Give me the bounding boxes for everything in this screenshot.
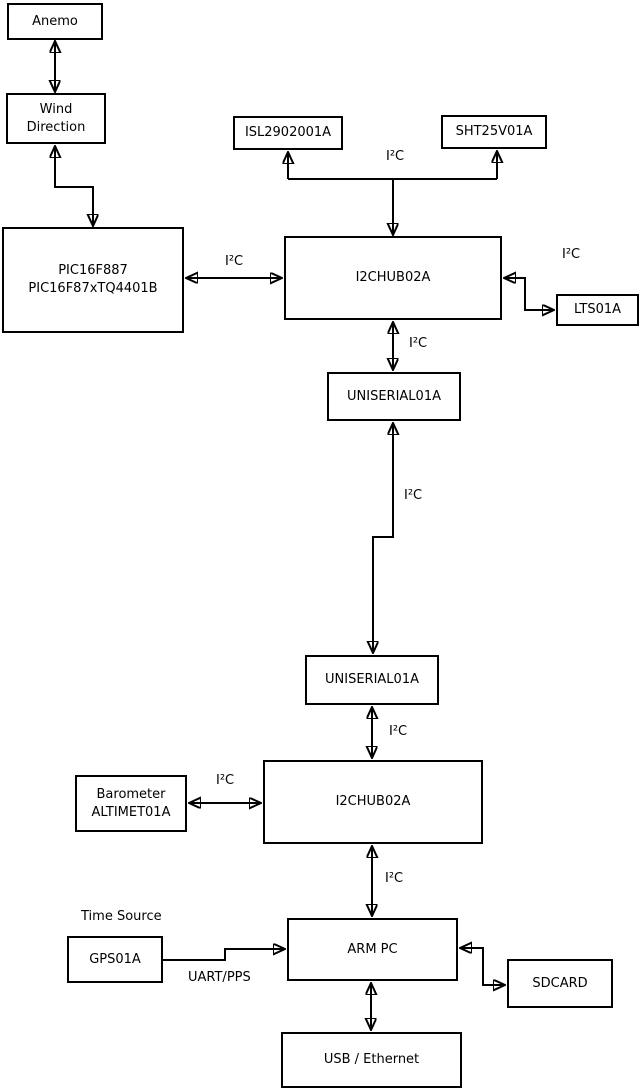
label-uart-pps: UART/PPS bbox=[188, 970, 251, 985]
node-i2chub02a-2: I2CHUB02A bbox=[263, 760, 483, 844]
node-anemo: Anemo bbox=[7, 3, 103, 40]
label-i2c-barometer-hub2: I²C bbox=[216, 773, 235, 788]
node-wind-direction: Wind Direction bbox=[6, 93, 106, 144]
node-arm-pc: ARM PC bbox=[287, 918, 458, 981]
label-i2c-hub2-arm: I²C bbox=[385, 871, 404, 886]
label-i2c-sensor-bus: I²C bbox=[386, 149, 405, 164]
edge-armpc-sdcard bbox=[461, 948, 504, 985]
label-i2c-pic-hub1: I²C bbox=[225, 254, 244, 269]
edge-uniserial1-uniserial2 bbox=[373, 424, 393, 652]
node-lts01a: LTS01A bbox=[556, 294, 639, 326]
node-sdcard: SDCARD bbox=[507, 959, 613, 1008]
label-i2c-uniserial2-hub2: I²C bbox=[389, 724, 408, 739]
node-uniserial01a-2: UNISERIAL01A bbox=[305, 655, 439, 705]
node-barometer-altimet01a: Barometer ALTIMET01A bbox=[75, 775, 187, 832]
node-sht25v01a: SHT25V01A bbox=[441, 115, 547, 149]
node-usb-ethernet: USB / Ethernet bbox=[281, 1032, 462, 1088]
node-pic16f887: PIC16F887 PIC16F87xTQ4401B bbox=[2, 227, 184, 333]
label-time-source: Time Source bbox=[81, 909, 162, 924]
edge-gps-armpc bbox=[162, 949, 284, 961]
label-i2c-uniserial-link: I²C bbox=[404, 488, 423, 503]
edge-hub1-lts bbox=[505, 278, 553, 310]
node-uniserial01a-1: UNISERIAL01A bbox=[327, 372, 461, 421]
label-i2c-hub1-uniserial1: I²C bbox=[409, 336, 428, 351]
node-isl2902001a: ISL2902001A bbox=[233, 116, 343, 150]
edge-winddirection-pic bbox=[55, 147, 93, 225]
node-gps01a: GPS01A bbox=[67, 936, 163, 983]
node-i2chub02a-1: I2CHUB02A bbox=[284, 236, 502, 320]
label-i2c-hub1-lts: I²C bbox=[562, 247, 581, 262]
